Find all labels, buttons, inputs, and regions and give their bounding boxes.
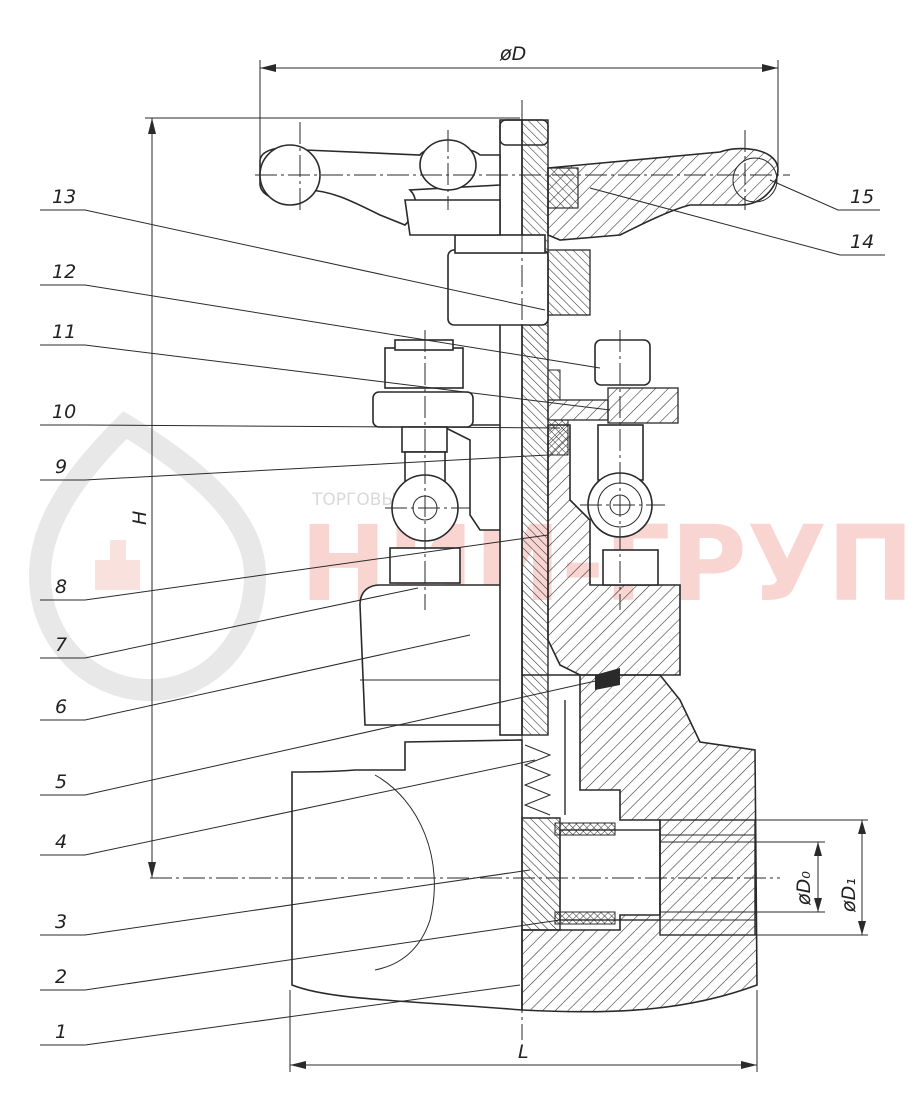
part-label-12: 12 [52, 261, 76, 283]
part-label-9: 9 [55, 456, 67, 478]
part-label-4: 4 [55, 831, 67, 853]
handwheel [259, 139, 779, 241]
part-label-7: 7 [55, 634, 67, 656]
part-label-2: 2 [55, 966, 67, 988]
part-label-15: 15 [850, 186, 874, 208]
dimension-L [289, 990, 758, 1072]
part-label-1: 1 [55, 1021, 67, 1043]
valve-body [291, 674, 758, 1013]
dimension-D [259, 60, 779, 170]
leader-lines [40, 179, 885, 1046]
part-label-6: 6 [55, 696, 67, 718]
dim-label-H: H [129, 511, 151, 525]
part-label-10: 10 [52, 401, 76, 423]
center-axes [150, 100, 790, 1040]
watermark-logo [28, 411, 267, 702]
part-label-11: 11 [52, 321, 76, 343]
part-label-5: 5 [55, 771, 67, 793]
gland-packing [547, 369, 609, 456]
dimension-D0 [660, 841, 825, 913]
dimension-D1 [755, 819, 868, 936]
part-label-3: 3 [55, 911, 67, 933]
dim-label-L: L [518, 1041, 529, 1063]
part-label-13: 13 [52, 186, 76, 208]
dim-label-D: øD [499, 43, 526, 65]
yoke-nut [447, 234, 591, 326]
dim-label-D1: øD₁ [838, 878, 860, 913]
dim-label-D0: øD₀ [793, 871, 815, 906]
part-label-14: 14 [850, 231, 874, 253]
dimension-H [145, 117, 520, 878]
part-label-8: 8 [55, 576, 67, 598]
